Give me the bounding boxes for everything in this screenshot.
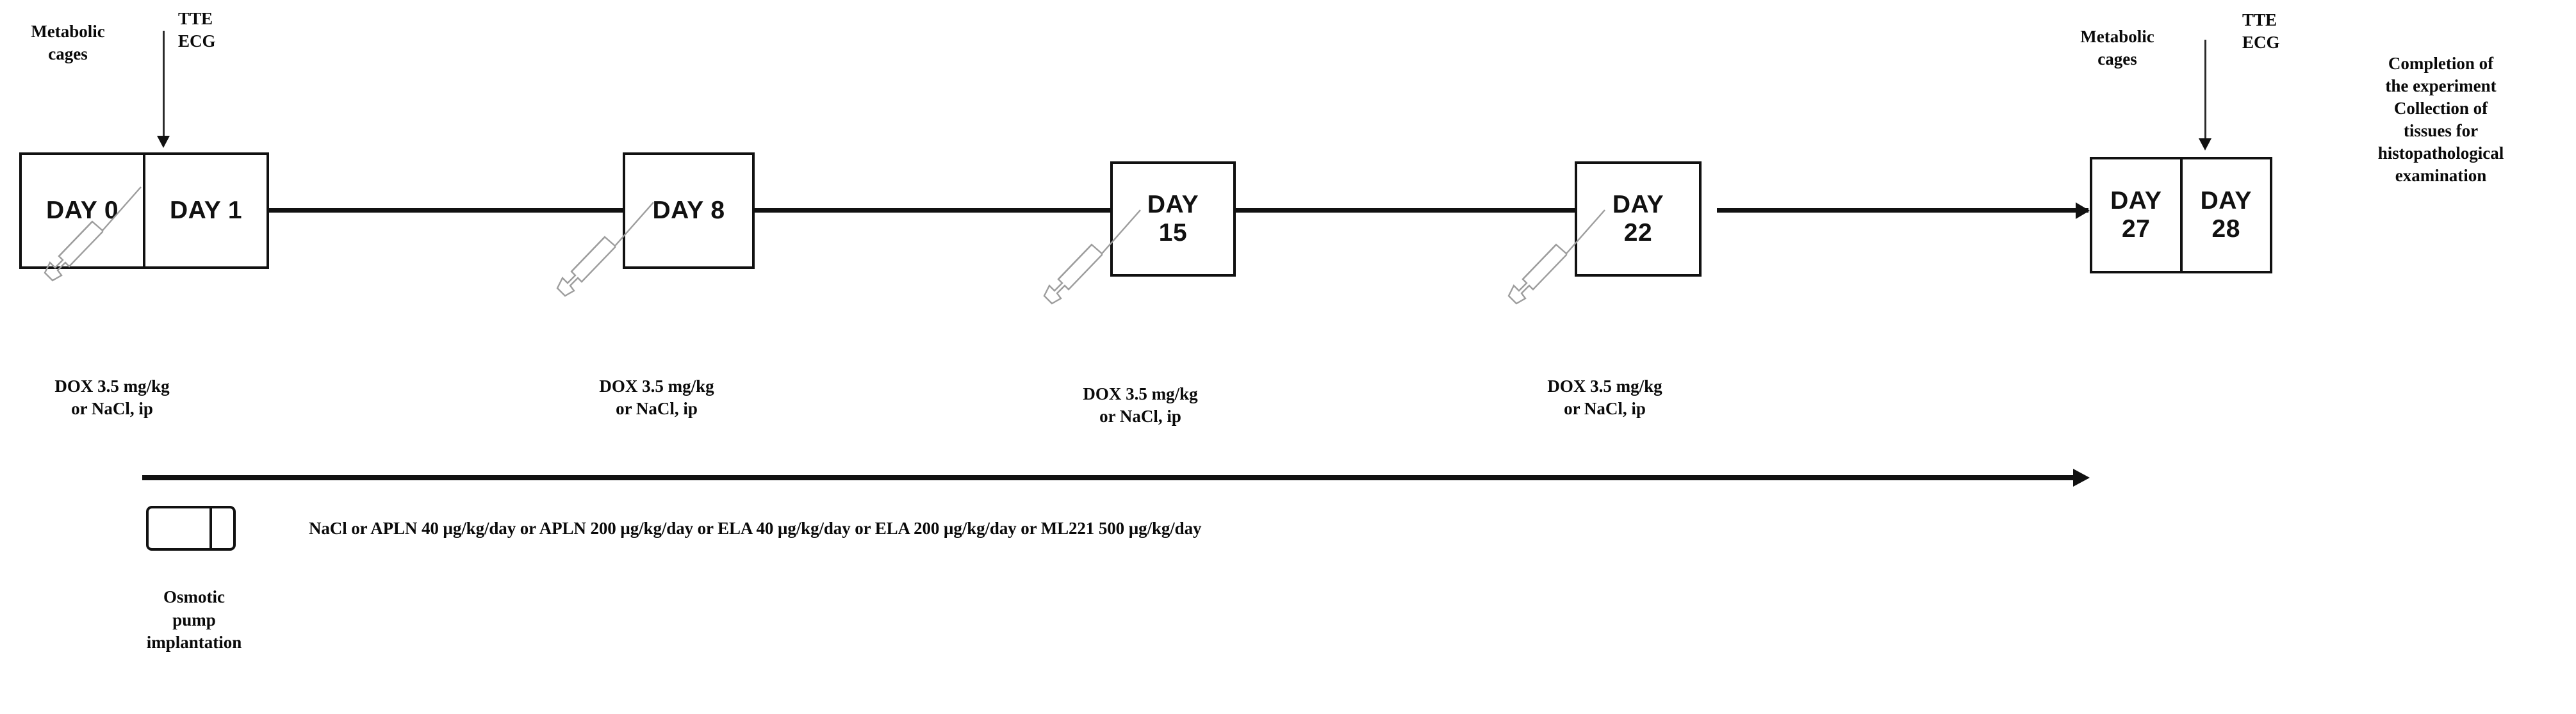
timeline-segment-2: [755, 208, 1110, 213]
day-cell-day28: DAY 28: [2179, 159, 2270, 271]
day-node-day27-day28[interactable]: DAY 27 DAY 28: [2090, 157, 2272, 273]
pump-reservoir: [149, 508, 209, 548]
day-cell-day22: DAY 22: [1612, 191, 1664, 247]
day-cell-day1: DAY 1: [143, 155, 267, 266]
pump-cap: [209, 508, 233, 548]
timeline-arrowhead: [2076, 202, 2090, 219]
infusion-dose-line: NaCl or APLN 40 µg/kg/day or APLN 200 µg…: [309, 519, 1202, 538]
dox-label-day1: DOX 3.5 mg/kg or NaCl, ip: [54, 377, 170, 418]
osmotic-pump-icon: [146, 506, 236, 551]
day-node-day22[interactable]: DAY 22: [1575, 161, 1702, 277]
metabolic-cages-label-right: Metabolic cages: [2080, 27, 2154, 69]
completion-text: Completion of the experiment Collection …: [2377, 54, 2504, 186]
timeline-segment-4: [1717, 208, 2088, 213]
metabolic-cages-label-left: Metabolic cages: [31, 22, 105, 63]
dox-label-day15: DOX 3.5 mg/kg or NaCl, ip: [1083, 384, 1198, 426]
syringe-icon-day8: [543, 192, 671, 320]
timeline-segment-1: [268, 208, 623, 213]
infusion-duration-arrowhead: [2073, 469, 2090, 487]
osmotic-pump-label: Osmotic pump implantation: [146, 587, 242, 653]
day-cell-day15: DAY 15: [1147, 191, 1199, 247]
dox-label-day8: DOX 3.5 mg/kg or NaCl, ip: [599, 377, 714, 418]
day-node-day0-day1[interactable]: DAY 0 DAY 1: [19, 152, 269, 269]
timeline-segment-3: [1235, 208, 1594, 213]
day-cell-day27: DAY 27: [2110, 187, 2162, 243]
syringe-icon-day22: [1495, 200, 1623, 328]
day-node-day15[interactable]: DAY 15: [1110, 161, 1236, 277]
tte-ecg-label-left: TTE ECG: [178, 9, 216, 51]
day-node-day8[interactable]: DAY 8: [623, 152, 755, 269]
syringe-icon-day15: [1030, 200, 1158, 328]
dox-label-day22: DOX 3.5 mg/kg or NaCl, ip: [1547, 377, 1662, 418]
day-cell-day8: DAY 8: [652, 197, 725, 225]
tte-ecg-label-right: TTE ECG: [2242, 10, 2280, 52]
day-cell-day0: DAY 0: [45, 197, 119, 225]
syringe-icon-day1: [31, 177, 159, 305]
infusion-duration-arrow-line: [142, 475, 2073, 480]
